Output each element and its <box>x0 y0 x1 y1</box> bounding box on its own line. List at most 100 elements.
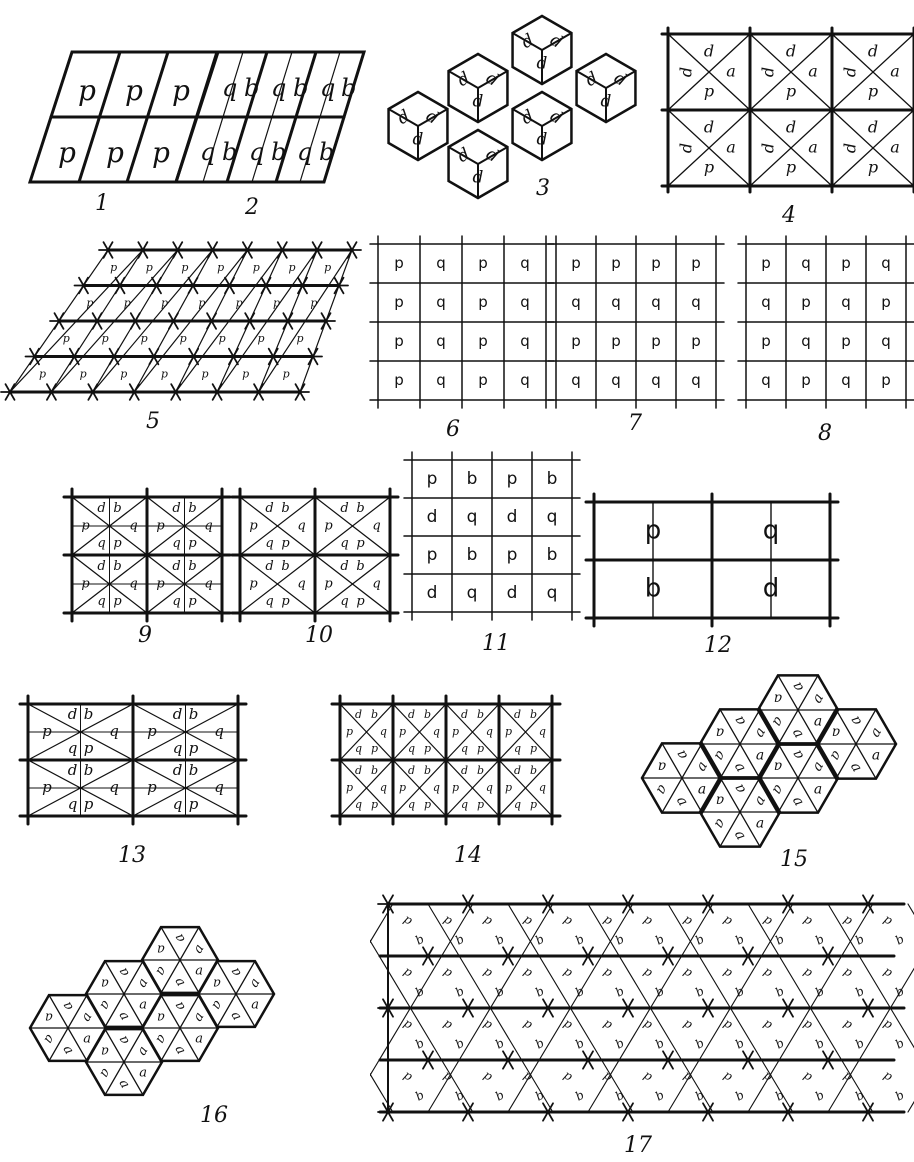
motif-letter: a <box>658 758 666 774</box>
motif-letter: p <box>147 778 157 796</box>
motif-letter: q <box>129 577 137 592</box>
motif-letter: d <box>611 68 631 91</box>
motif-letter: q <box>514 798 521 811</box>
motif-letter: a <box>191 942 208 956</box>
motif-letter: b <box>533 1036 547 1052</box>
motif-letter: p <box>761 912 775 928</box>
motif-letter: p <box>63 332 70 345</box>
motif-letter: a <box>83 1032 91 1047</box>
motif-letter: p <box>42 722 52 740</box>
motif-letter: a <box>716 792 724 808</box>
grid-letter: q <box>801 254 811 272</box>
motif-letter: a <box>726 138 736 157</box>
motif-letter: p <box>641 1016 655 1032</box>
motif-letter: a <box>191 1010 208 1024</box>
motif-letter: p <box>180 332 187 345</box>
motif-letter: a <box>731 760 749 775</box>
motif-letter: p <box>801 912 815 928</box>
motif-letter: d <box>340 501 348 516</box>
motif-letter: q <box>97 594 105 609</box>
motif-letter: p <box>881 964 895 980</box>
figure-label-5: 5 <box>146 409 160 434</box>
motif-letter: b <box>853 984 867 1000</box>
motif-letter: p <box>761 1068 775 1084</box>
motif-letter: q <box>355 742 362 755</box>
motif-letter: p <box>346 781 353 794</box>
motif-letter: b <box>533 984 547 1000</box>
motif-letter: p <box>273 296 280 309</box>
motif-letter: p <box>189 795 199 813</box>
motif-letter: d <box>537 130 548 150</box>
motif-letter: a <box>789 747 807 762</box>
motif-letter: b <box>893 932 907 948</box>
figure-13: dbpqqpdbpqqpdbpqqpdbpqqp <box>20 696 246 824</box>
grid-letter: p <box>651 254 661 272</box>
motif-letter: p <box>481 912 495 928</box>
motif-letter: q <box>97 536 105 551</box>
motif-letter: q <box>129 519 137 534</box>
motif-letter: b <box>533 1088 547 1104</box>
grid-letter: p <box>427 545 438 565</box>
motif-letter: p <box>841 964 855 980</box>
grid-letter: q <box>651 371 661 389</box>
figure-1: p p p p p p 1 <box>30 52 217 216</box>
motif-letter: b <box>693 1088 707 1104</box>
motif-letter: p <box>356 594 365 609</box>
figure-5: pppppppppppppppppppppppppppp <box>1 242 361 400</box>
motif-letter: p <box>761 1016 775 1032</box>
motif-letter: a <box>673 747 691 762</box>
figure-label-16: 16 <box>200 1103 228 1128</box>
motif-letter: d <box>97 559 105 574</box>
motif-letter: p <box>102 332 109 345</box>
motif-letter: q <box>204 577 212 592</box>
motif-letter: b <box>733 984 747 1000</box>
motif-letter: a <box>814 714 822 730</box>
motif-letter: q <box>297 519 305 534</box>
motif-letter: b <box>773 984 787 1000</box>
motif-letter: p <box>236 296 243 309</box>
grid-letter: b <box>547 545 558 565</box>
motif-letter: q <box>461 798 468 811</box>
motif-letter: p <box>399 781 406 794</box>
motif-letter: b <box>424 764 431 777</box>
motif-letter: p <box>561 912 575 928</box>
motif-letter: p <box>310 296 317 309</box>
motif-letter: a <box>96 1066 113 1080</box>
motif-letter: b <box>413 1036 427 1052</box>
motif-letter: p <box>124 296 131 309</box>
motif-letter: p <box>146 261 153 274</box>
motif-letter: a <box>693 759 711 774</box>
grid-letter: b <box>467 469 478 489</box>
grid-letter: q <box>611 293 621 311</box>
motif-letter: p <box>881 1068 895 1084</box>
motif-letter: q <box>380 725 387 738</box>
fig2-letter: q <box>271 74 286 102</box>
motif-letter: b <box>356 501 364 516</box>
motif-letter: b <box>356 559 364 574</box>
motif-letter: q <box>265 594 273 609</box>
motif-letter: p <box>841 912 855 928</box>
motif-letter: b <box>813 1036 827 1052</box>
motif-letter: q <box>68 739 78 757</box>
motif-letter: p <box>801 1068 815 1084</box>
grid-letter: q <box>571 293 581 311</box>
motif-letter: p <box>681 964 695 980</box>
motif-letter: d <box>172 501 180 516</box>
motif-letter: b <box>493 1036 507 1052</box>
motif-letter: b <box>773 932 787 948</box>
motif-letter: q <box>539 781 546 794</box>
figure-label-9: 9 <box>138 623 152 648</box>
motif-letter: q <box>380 781 387 794</box>
motif-letter: d <box>483 144 503 167</box>
motif-letter: p <box>704 82 714 101</box>
figure-4: ddapddapddapddapddapddap <box>662 28 914 192</box>
motif-letter: p <box>42 778 52 796</box>
fig1-letter: p <box>172 74 190 107</box>
figure-17: pbpbpbpbpbpbpbpbpbpbpbpbpbpbpbpbpbpbpbpb… <box>188 895 914 1120</box>
grid-letter: p <box>691 254 701 272</box>
grid-letter: q <box>520 332 530 350</box>
motif-letter: d <box>601 92 612 112</box>
motif-letter: b <box>371 708 378 721</box>
motif-letter: b <box>477 708 484 721</box>
